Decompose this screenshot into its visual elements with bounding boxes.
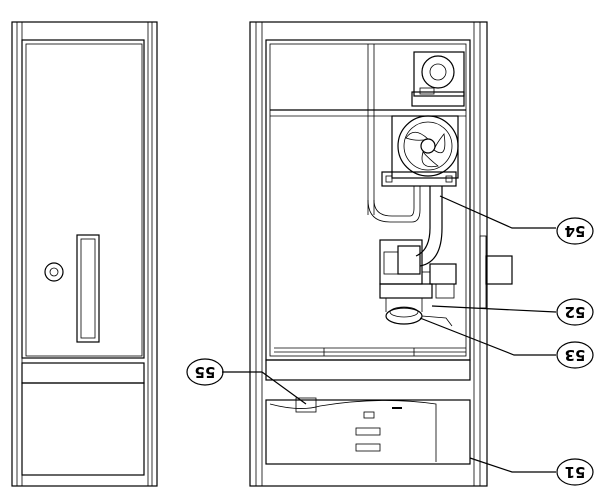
door-lock-icon <box>44 262 64 282</box>
callout-51: 51 <box>469 457 594 486</box>
callout-53-label: 53 <box>565 346 586 364</box>
callout-52-label: 52 <box>565 303 586 321</box>
door-handle <box>76 234 100 343</box>
top-fan-assembly <box>411 51 465 107</box>
callout-55-label: 55 <box>195 363 216 381</box>
callout-51-label: 51 <box>565 463 586 481</box>
callout-54-label: 54 <box>565 222 586 240</box>
callout-55: 55 <box>186 358 307 405</box>
side-flue-fitting <box>479 235 513 309</box>
callout-54: 54 <box>439 195 594 245</box>
cabinet-front-open <box>249 21 513 487</box>
callout-52: 52 <box>431 298 594 326</box>
callout-53: 53 <box>419 317 594 369</box>
cabinet-front-closed <box>11 21 158 487</box>
burner-valve-assembly <box>379 239 457 327</box>
main-fan-assembly <box>381 115 459 187</box>
